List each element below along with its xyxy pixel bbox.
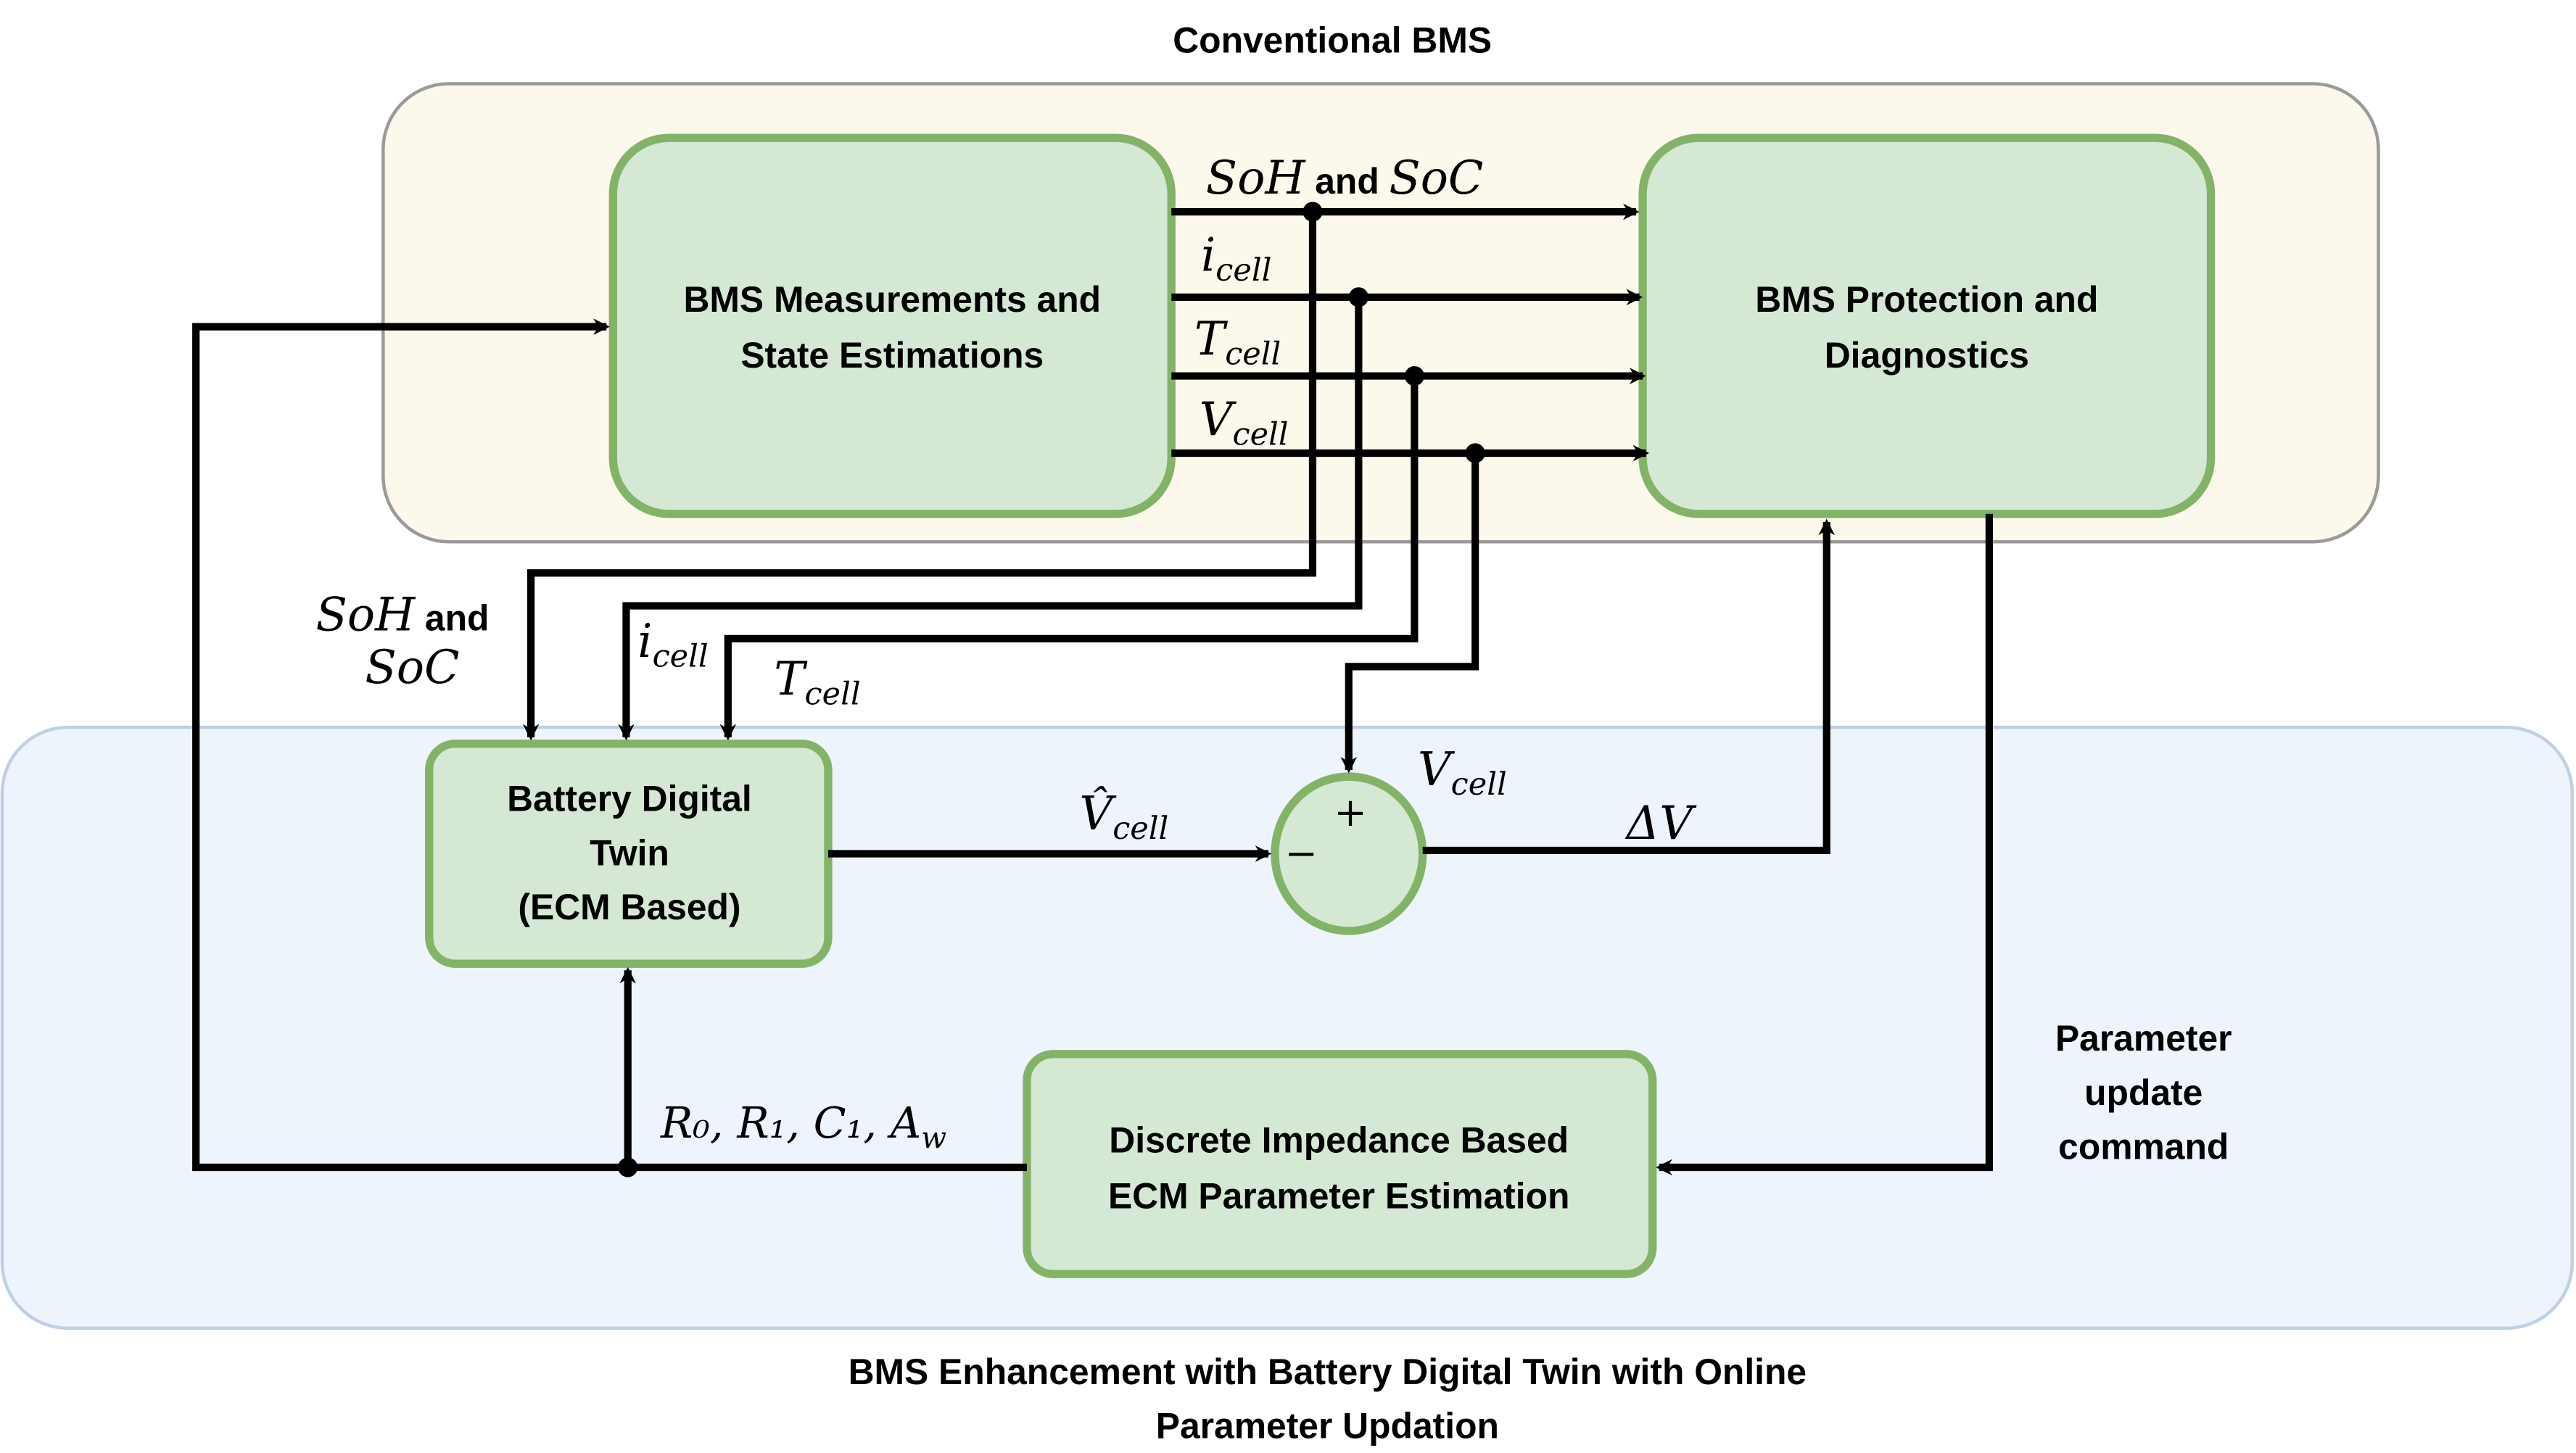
parameter-estimation-block[interactable] xyxy=(1023,1050,1657,1278)
update-command-wire xyxy=(1656,513,1993,1176)
label-i-cell-lower: icell xyxy=(637,614,708,675)
conventional-bms-title: Conventional BMS xyxy=(1173,20,1492,60)
i-to-twin-wire xyxy=(618,297,1363,741)
label-t-cell-lower: Tcell xyxy=(774,652,860,713)
label-update-3: command xyxy=(2058,1127,2229,1167)
params-to-measurements-wire xyxy=(192,318,1027,1172)
t-to-twin-wire xyxy=(719,376,1419,741)
label-vhat-cell: V̂cell xyxy=(1079,787,1168,848)
parameter-estimation-label-2: ECM Parameter Estimation xyxy=(1108,1176,1570,1217)
label-params: R₀, R₁, C₁, Aw xyxy=(660,1098,946,1155)
delta-v-wire xyxy=(1422,518,1836,855)
label-v-cell-top: Vcell xyxy=(1200,392,1289,453)
label-update-2: update xyxy=(2084,1072,2203,1113)
bms-protection-label-1: BMS Protection and xyxy=(1755,279,2098,320)
v-to-summer-wire xyxy=(1340,452,1479,774)
soh-to-twin-wire xyxy=(522,212,1317,741)
enhancement-title-line1: BMS Enhancement with Battery Digital Twi… xyxy=(849,1351,1807,1392)
summer-minus-sign: − xyxy=(1284,831,1318,877)
label-update-1: Parameter xyxy=(2055,1018,2232,1059)
digital-twin-label-3: (ECM Based) xyxy=(518,887,740,927)
label-soc: SoC xyxy=(365,640,459,694)
label-v-cell-summer: Vcell xyxy=(1418,742,1507,803)
digital-twin-block[interactable] xyxy=(425,740,833,968)
label-delta-v: ΔV xyxy=(1624,796,1697,850)
summer-plus-sign: + xyxy=(1334,790,1367,835)
junction-dot-i xyxy=(1348,287,1368,307)
digital-twin-label-1: Battery Digital xyxy=(507,779,752,819)
enhancement-title-line2: Parameter Updation xyxy=(1156,1406,1499,1446)
label-t-cell-top: Tcell xyxy=(1194,312,1281,373)
label-i-cell-top: icell xyxy=(1201,228,1271,289)
bms-measurements-label-2: State Estimations xyxy=(740,335,1044,376)
bms-protection-block[interactable] xyxy=(1638,133,2216,518)
bms-measurements-label-1: BMS Measurements and xyxy=(683,279,1101,320)
parameter-estimation-label-1: Discrete Impedance Based xyxy=(1109,1120,1569,1161)
bms-protection-label-2: Diagnostics xyxy=(1825,335,2029,376)
digital-twin-label-2: Twin xyxy=(590,832,669,873)
bms-measurements-block[interactable] xyxy=(608,133,1176,518)
